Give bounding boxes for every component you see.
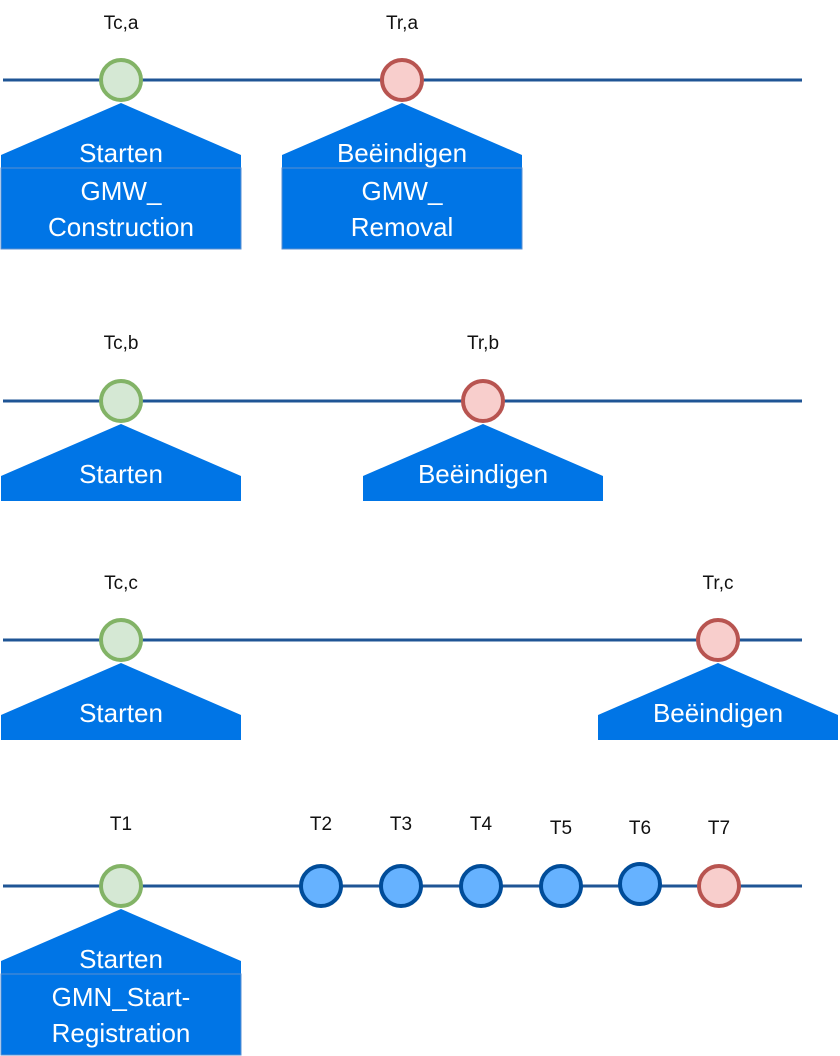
event-marker-start	[99, 864, 143, 908]
event-shape-end	[282, 103, 522, 180]
event-shape-end	[598, 663, 838, 740]
start-label: Starten	[79, 138, 163, 168]
event-shape-start	[1, 909, 241, 986]
event-label: Tc,c	[104, 573, 138, 594]
event-label: Tr,b	[467, 333, 499, 354]
event-marker-mid	[379, 864, 423, 908]
event-marker-end	[696, 618, 740, 662]
event-marker-mid	[539, 864, 583, 908]
event-body-line: Removal	[351, 212, 454, 242]
event-body-box	[0, 167, 242, 250]
event-shape-start	[1, 663, 241, 740]
event-body-line: Construction	[48, 212, 194, 242]
event-label: T2	[310, 814, 332, 835]
event-body-box	[0, 973, 242, 1056]
event-body-line: GMW_	[81, 176, 162, 206]
event-label: Tc,a	[104, 13, 139, 34]
event-label: Tc,b	[104, 333, 139, 354]
event-marker-start	[99, 618, 143, 662]
event-label: T4	[470, 814, 493, 835]
event-label: T3	[390, 814, 412, 835]
end-label: Beëindigen	[418, 459, 548, 489]
event-marker-end	[697, 864, 741, 908]
event-marker-end	[380, 58, 424, 102]
event-marker-start	[99, 379, 143, 423]
event-marker-mid	[459, 864, 503, 908]
start-label: Starten	[79, 698, 163, 728]
end-label: Beëindigen	[337, 138, 467, 168]
event-body-line: Registration	[52, 1018, 191, 1048]
event-body-line: GMW_	[362, 176, 443, 206]
event-label: T1	[110, 814, 132, 835]
start-label: Starten	[79, 944, 163, 974]
event-marker-mid	[299, 864, 343, 908]
event-marker-start	[99, 58, 143, 102]
event-marker-end	[461, 379, 505, 423]
event-label: T7	[708, 818, 730, 839]
event-shape-end	[363, 424, 603, 501]
event-shape-start	[1, 424, 241, 501]
event-body-line: GMN_Start-	[52, 982, 191, 1012]
end-label: Beëindigen	[653, 698, 783, 728]
event-shape-start	[1, 103, 241, 180]
event-marker-mid	[618, 862, 662, 906]
event-label: Tr,c	[703, 573, 734, 594]
event-label: Tr,a	[386, 13, 418, 34]
event-body-box	[281, 167, 523, 250]
event-label: T5	[550, 818, 572, 839]
start-label: Starten	[79, 459, 163, 489]
event-label: T6	[629, 818, 651, 839]
